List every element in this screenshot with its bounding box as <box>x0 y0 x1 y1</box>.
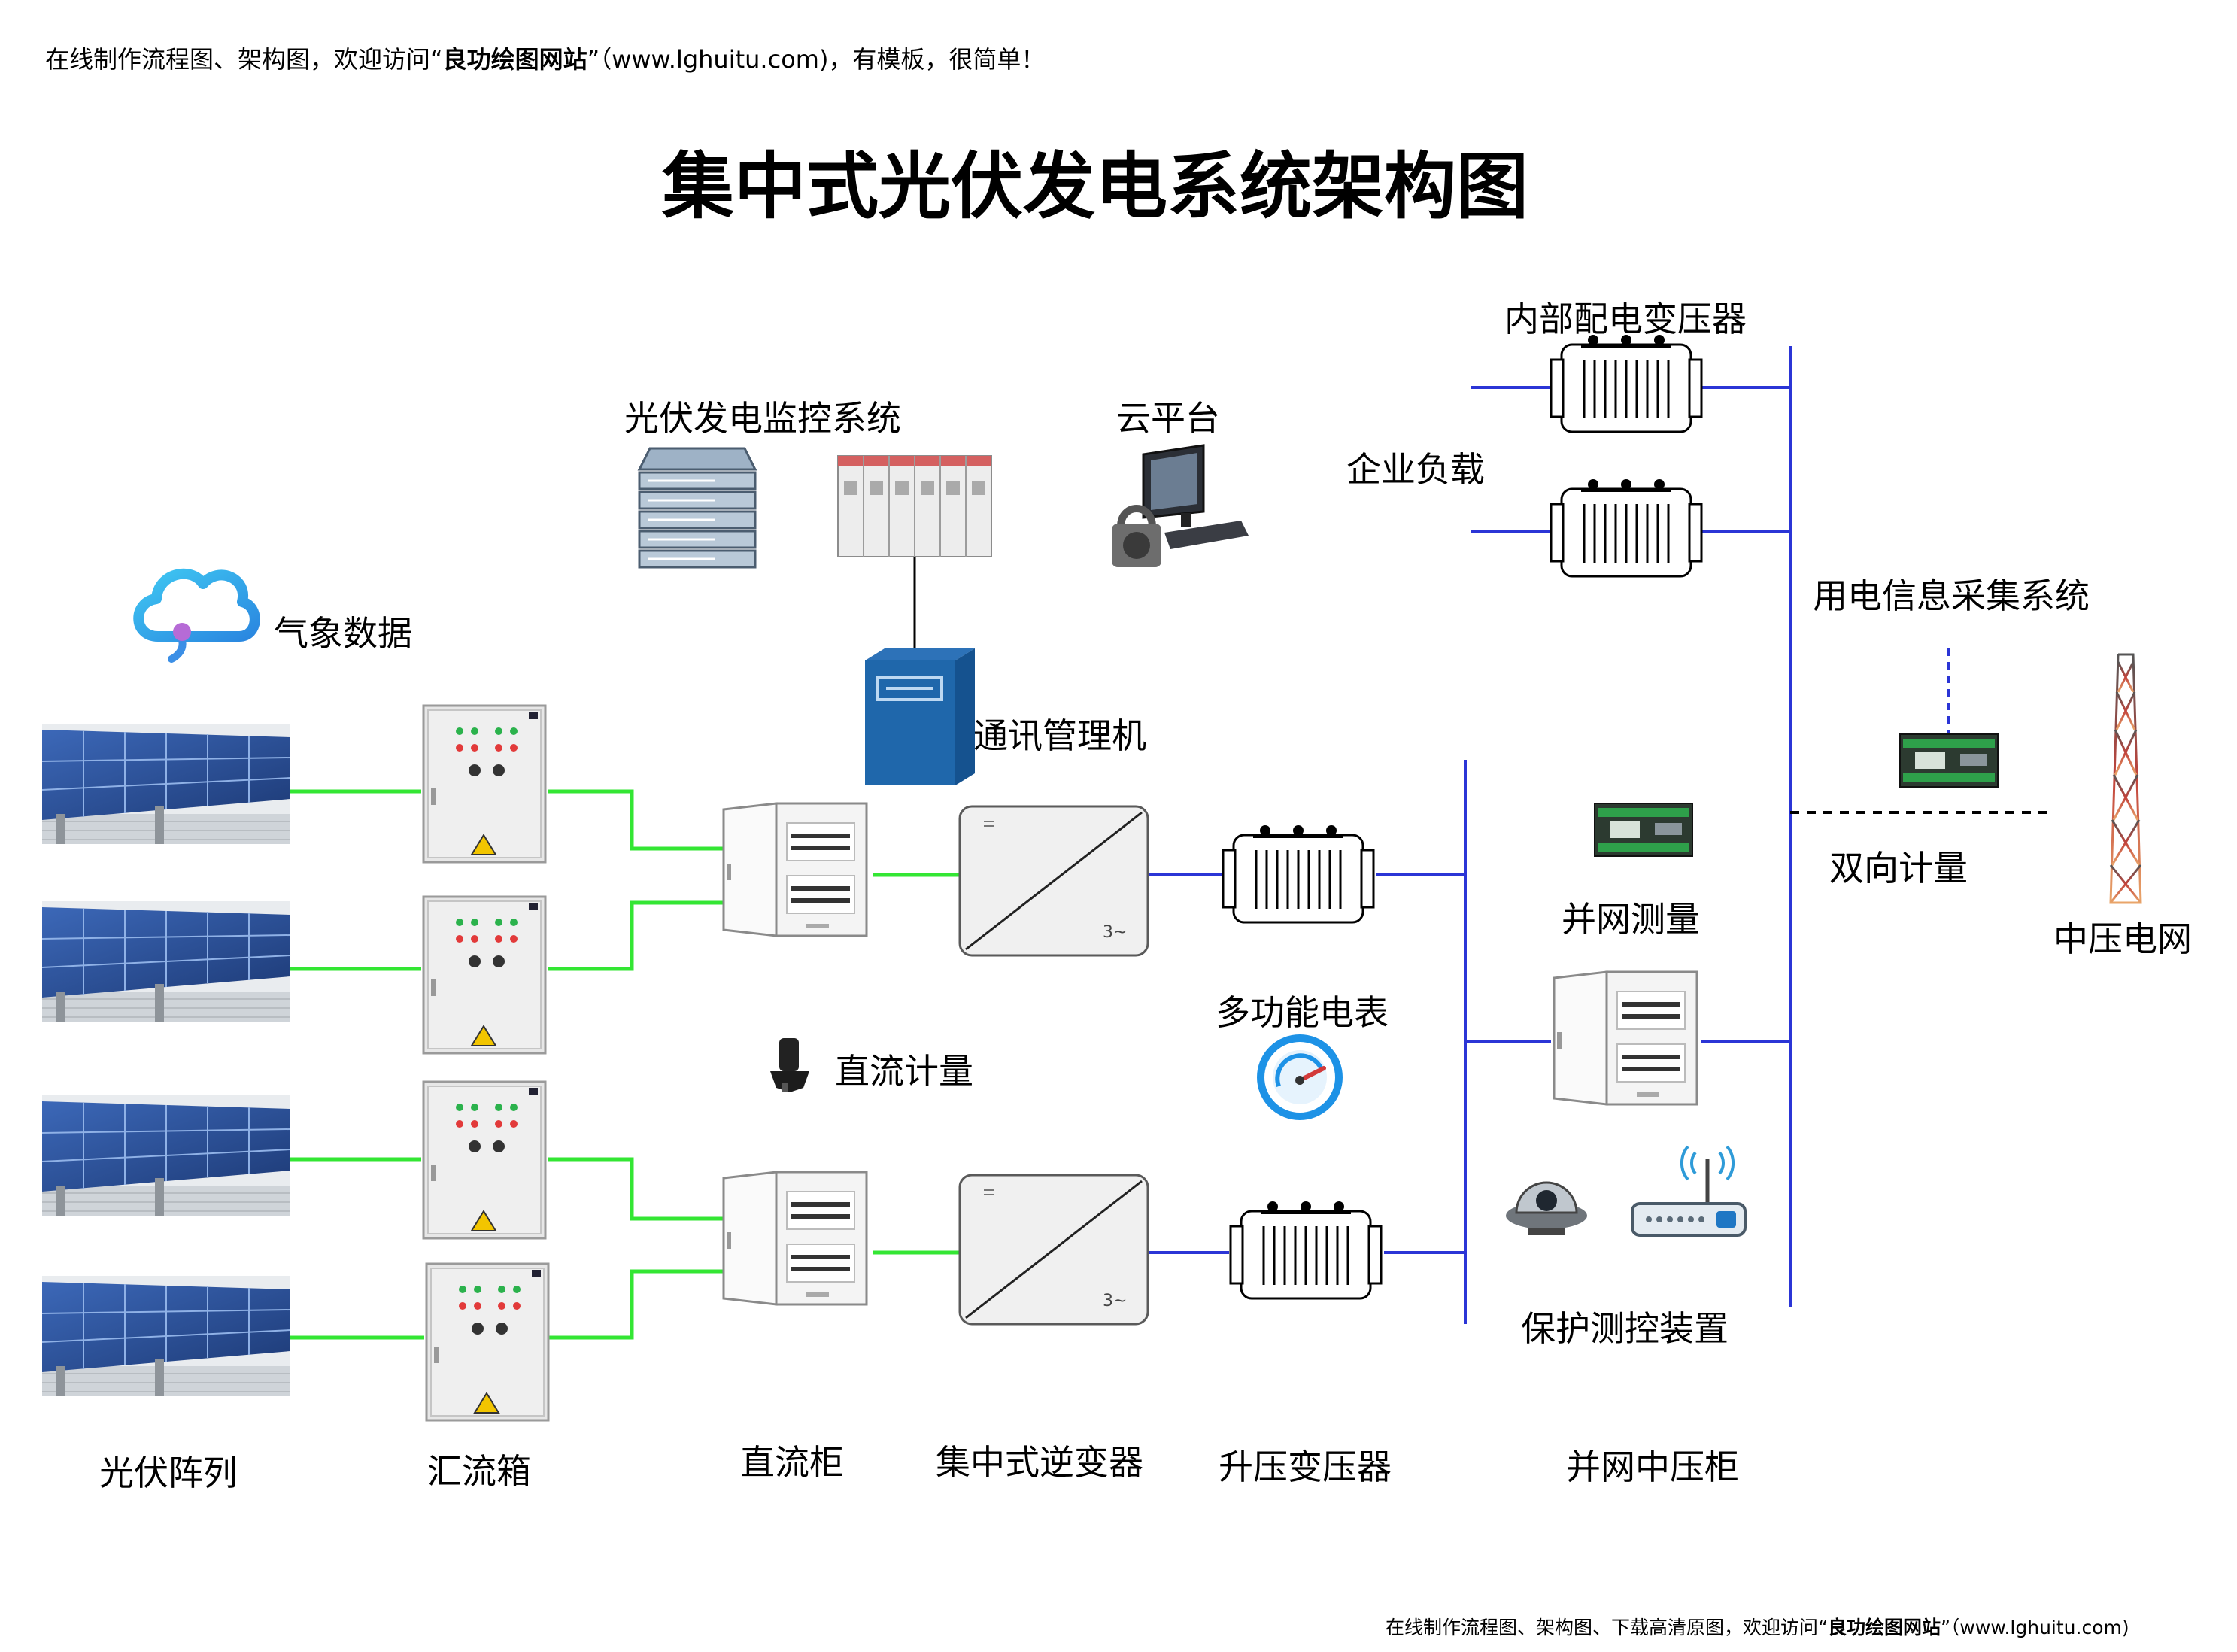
header-note: 在线制作流程图、架构图，欢迎访问“良功绘图网站”（www.lghuitu.com… <box>45 41 1045 75</box>
wire-combiner1-dccab1 <box>548 789 724 851</box>
pv-panel-4 <box>41 1275 291 1397</box>
comm-manager-icon <box>865 648 975 785</box>
footer-note-prefix: 在线制作流程图、架构图、下载高清原图，欢迎访问“ <box>1386 1617 1828 1638</box>
label-dc-metering: 直流计量 <box>835 1051 973 1092</box>
label-grid-measurement: 并网测量 <box>1562 899 1700 940</box>
ac-wires <box>1145 346 1792 1324</box>
pv-panel-3 <box>41 1095 291 1216</box>
grid-mv-cabinet <box>1553 970 1698 1106</box>
step-up-transformer-1 <box>1222 824 1375 924</box>
server-rack-icon <box>637 447 757 569</box>
internal-transformer-1 <box>1550 333 1703 433</box>
label-mv-grid: 中压电网 <box>2053 919 2192 959</box>
page-title: 集中式光伏发电系统架构图 <box>662 144 1528 229</box>
footer-note-brand[interactable]: 良功绘图网站 <box>1827 1617 1941 1638</box>
wire-combiner2-dccab1 <box>548 900 724 971</box>
footer-note: 在线制作流程图、架构图、下载高清原图，欢迎访问“良功绘图网站”（www.lghu… <box>1386 1613 2129 1640</box>
switchgear-icon <box>837 455 992 557</box>
dc-cabinet-1 <box>722 802 868 937</box>
label-comm-manager: 通讯管理机 <box>973 715 1146 756</box>
wire-combiner3-dccab2 <box>548 1157 724 1221</box>
label-grid-mv-cabinet: 并网中压柜 <box>1566 1447 1739 1487</box>
header-note-prefix: 在线制作流程图、架构图，欢迎访问“ <box>45 45 443 74</box>
combiner-box-1 <box>422 704 547 864</box>
label-multifunction-meter: 多功能电表 <box>1216 992 1389 1033</box>
multifunction-meter-icon <box>1257 1034 1343 1120</box>
protection-sensor-icon <box>1506 1181 1587 1235</box>
header-note-suffix: ”（www.lghuitu.com)，有模板，很简单！ <box>587 45 1046 74</box>
label-weather-data: 气象数据 <box>274 613 412 654</box>
dc-meter-icon <box>770 1038 809 1092</box>
weather-cloud-icon <box>133 568 260 663</box>
inverter-1-mark: 3~ <box>1103 923 1127 942</box>
bidirectional-meter-device <box>1899 733 1999 788</box>
footer-note-suffix: ”（www.lghuitu.com) <box>1940 1617 2129 1638</box>
internal-transformer-2 <box>1550 478 1703 578</box>
step-up-transformer-2 <box>1229 1200 1383 1300</box>
combiner-box-4 <box>425 1262 550 1422</box>
label-dc-cabinet: 直流柜 <box>740 1442 844 1483</box>
combiner-box-2 <box>422 895 547 1055</box>
grid-measurement-device <box>1594 803 1693 857</box>
inverter-2-mark: 3~ <box>1103 1292 1127 1310</box>
label-protection-device: 保护测控装置 <box>1521 1308 1729 1349</box>
dc-wires <box>290 789 959 1340</box>
label-central-inverter: 集中式逆变器 <box>936 1442 1143 1483</box>
label-pv-array: 光伏阵列 <box>99 1453 238 1493</box>
label-enterprise-load: 企业负载 <box>1346 449 1485 490</box>
label-bidirectional-metering: 双向计量 <box>1829 848 1968 888</box>
header-note-brand[interactable]: 良功绘图网站 <box>442 45 587 74</box>
label-combiner-box: 汇流箱 <box>427 1451 531 1492</box>
computer-lock-icon <box>1112 444 1249 567</box>
pv-panel-2 <box>41 900 291 1022</box>
label-step-up-transformer: 升压变压器 <box>1219 1447 1392 1487</box>
router-icon <box>1631 1145 1747 1237</box>
pv-panel-1 <box>41 723 291 845</box>
label-pv-monitoring-system: 光伏发电监控系统 <box>624 398 901 439</box>
wire-combiner4-dccab2 <box>548 1269 724 1340</box>
dc-cabinet-2 <box>722 1171 868 1306</box>
label-power-info-system: 用电信息采集系统 <box>1813 575 2090 616</box>
label-cloud-platform: 云平台 <box>1116 398 1220 439</box>
transmission-tower-icon <box>2072 632 2180 904</box>
label-internal-transformer: 内部配电变压器 <box>1504 299 1747 339</box>
combiner-box-3 <box>422 1080 547 1240</box>
